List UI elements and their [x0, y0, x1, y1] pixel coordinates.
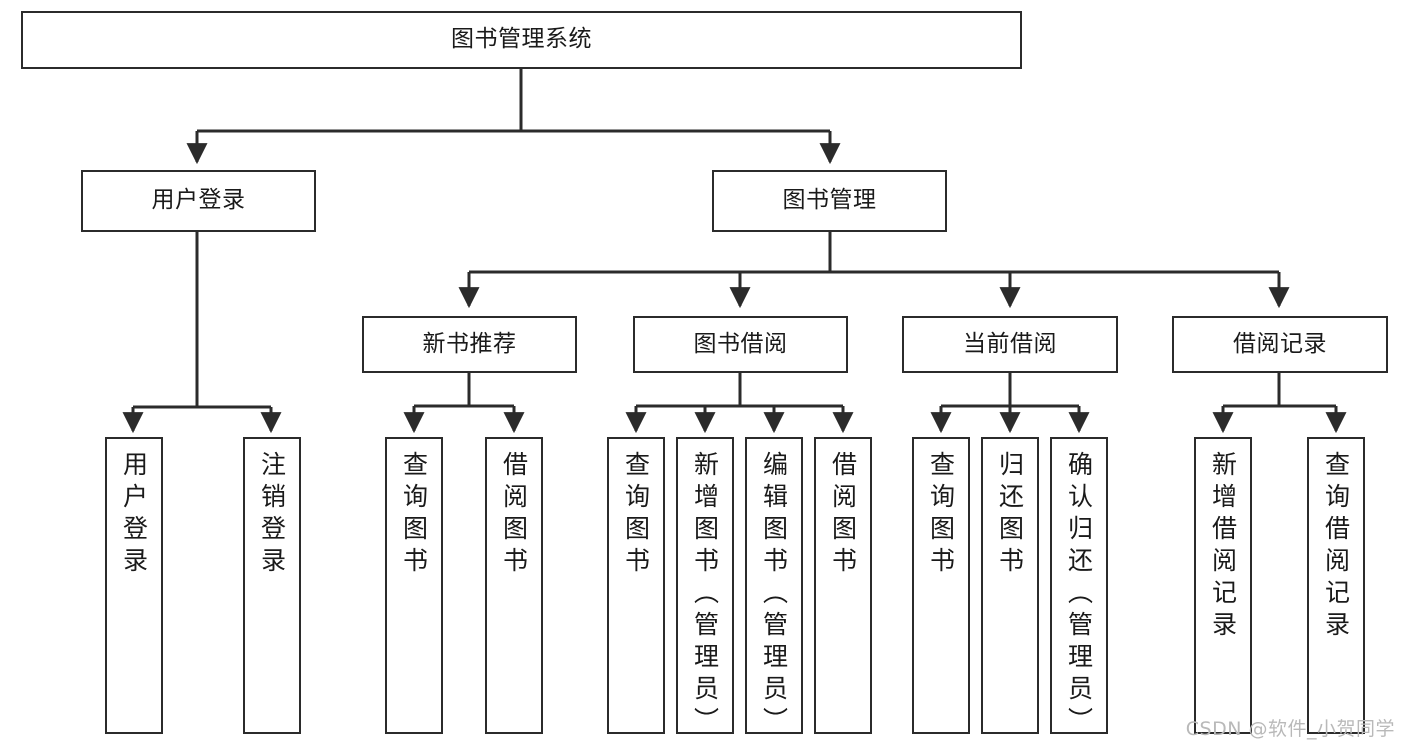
node-label: 新书推荐	[422, 330, 517, 357]
node-leaf-query-book-borrow[interactable]: 查询图书	[607, 437, 665, 734]
node-label: 当前借阅	[963, 330, 1057, 357]
node-leaf-query-borrow-record[interactable]: 查询借阅记录	[1307, 437, 1365, 734]
node-leaf-query-book-current[interactable]: 查询图书	[912, 437, 970, 734]
node-label: 用户登录	[119, 451, 149, 579]
node-leaf-user-login[interactable]: 用户登录	[105, 437, 163, 734]
node-label: 借阅图书	[499, 451, 529, 579]
node-book-management[interactable]: 图书管理	[712, 170, 947, 232]
node-label: 借阅图书	[828, 451, 858, 579]
node-label: 查询图书	[621, 451, 651, 579]
node-label: 用户登录	[151, 187, 246, 214]
node-user-login[interactable]: 用户登录	[81, 170, 316, 232]
node-leaf-confirm-return-admin[interactable]: 确认归还（管理员）	[1050, 437, 1108, 739]
node-borrow-record[interactable]: 借阅记录	[1172, 316, 1388, 373]
node-label: 确认归还（管理员）	[1064, 451, 1094, 739]
node-leaf-logout[interactable]: 注销登录	[243, 437, 301, 734]
node-new-book-recommend[interactable]: 新书推荐	[362, 316, 577, 373]
node-book-borrow[interactable]: 图书借阅	[633, 316, 848, 373]
node-label: 图书管理	[782, 187, 877, 214]
node-leaf-return-book[interactable]: 归还图书	[981, 437, 1039, 734]
csdn-watermark: CSDN @软件_小贺同学	[1185, 718, 1395, 740]
node-label: 编辑图书（管理员）	[759, 451, 789, 739]
node-label: 归还图书	[995, 451, 1025, 579]
node-current-borrow[interactable]: 当前借阅	[902, 316, 1118, 373]
node-label: 图书借阅	[693, 330, 788, 357]
node-leaf-borrow-book[interactable]: 借阅图书	[814, 437, 872, 734]
node-label: 查询图书	[399, 451, 429, 579]
node-label: 查询图书	[926, 451, 956, 579]
node-label: 查询借阅记录	[1321, 451, 1351, 643]
node-label: 新增借阅记录	[1208, 451, 1238, 643]
node-leaf-borrow-book-recommend[interactable]: 借阅图书	[485, 437, 543, 734]
node-leaf-query-book-recommend[interactable]: 查询图书	[385, 437, 443, 734]
node-label: 借阅记录	[1233, 330, 1327, 357]
node-label: 注销登录	[257, 451, 287, 579]
node-leaf-add-book-admin[interactable]: 新增图书（管理员）	[676, 437, 734, 739]
node-leaf-add-borrow-record[interactable]: 新增借阅记录	[1194, 437, 1252, 734]
node-leaf-edit-book-admin[interactable]: 编辑图书（管理员）	[745, 437, 803, 739]
node-root-book-management-system[interactable]: 图书管理系统	[21, 11, 1022, 69]
node-label: 新增图书（管理员）	[690, 451, 720, 739]
node-label: 图书管理系统	[451, 26, 592, 53]
